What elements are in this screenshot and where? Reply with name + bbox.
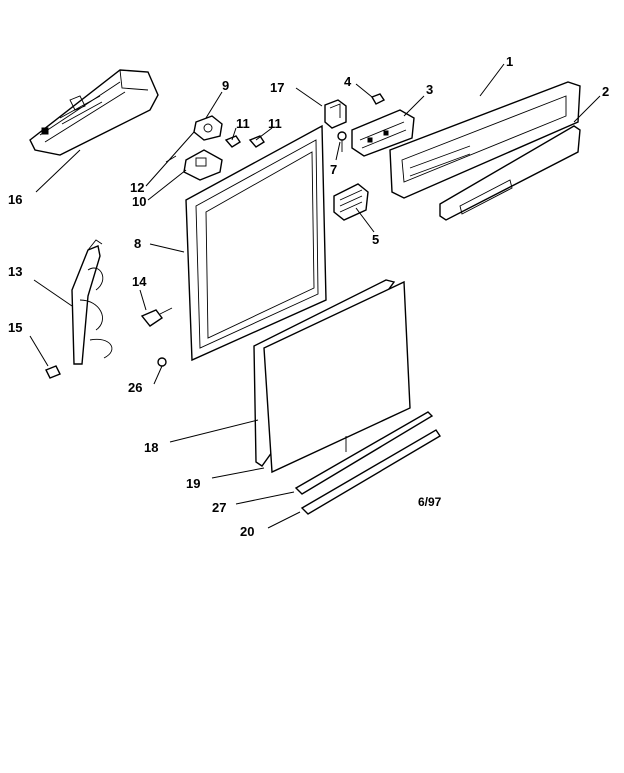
callout-17: 17 [270,80,284,95]
callout-16: 16 [8,192,22,207]
part-14-connector [140,307,173,327]
callout-2: 2 [602,84,609,99]
part-7-screw [337,131,347,152]
part-26-clip [157,357,167,367]
callout-20: 20 [240,524,254,539]
part-20-bottom-trim [300,429,441,515]
callout-12: 12 [130,180,144,195]
part-3-control-module [351,109,415,157]
part-10-latch-bracket [183,149,223,181]
callout-1: 1 [506,54,513,69]
callout-11a: 11 [236,116,250,131]
callout-13: 13 [8,264,22,279]
part-5-button-block [333,183,369,221]
callout-14: 14 [132,274,147,289]
callout-3: 3 [426,82,433,97]
callout-4: 4 [344,74,352,89]
part-17-door-switch [324,99,347,129]
callout-26: 26 [128,380,142,395]
callout-27: 27 [212,500,226,515]
callout-15: 15 [8,320,22,335]
part-16-vent-assembly [29,69,159,156]
callout-8: 8 [134,236,141,251]
callout-11b: 11 [268,116,282,131]
date-code: 6/97 [418,495,442,509]
part-19-outer-panel [263,280,411,474]
part-15-screw [45,365,61,379]
callout-7: 7 [330,162,337,177]
callout-9: 9 [222,78,229,93]
callout-labels: 1 2 3 4 5 7 8 9 10 11 11 12 13 14 15 16 … [8,54,609,539]
part-9-hinge-bracket [193,115,223,141]
part-27-trim-strip [294,411,434,495]
leader-lines [29,63,601,529]
callout-19: 19 [186,476,200,491]
part-4-knob [370,93,386,105]
callout-5: 5 [372,232,379,247]
part-2-panel-trim [439,125,581,221]
callout-18: 18 [144,440,158,455]
part-13-wiring-harness [71,239,113,365]
part-1-control-panel [389,81,581,199]
part-11-clip-right [248,135,265,148]
callout-10: 10 [132,194,146,209]
part-8-door-frame [185,124,327,362]
